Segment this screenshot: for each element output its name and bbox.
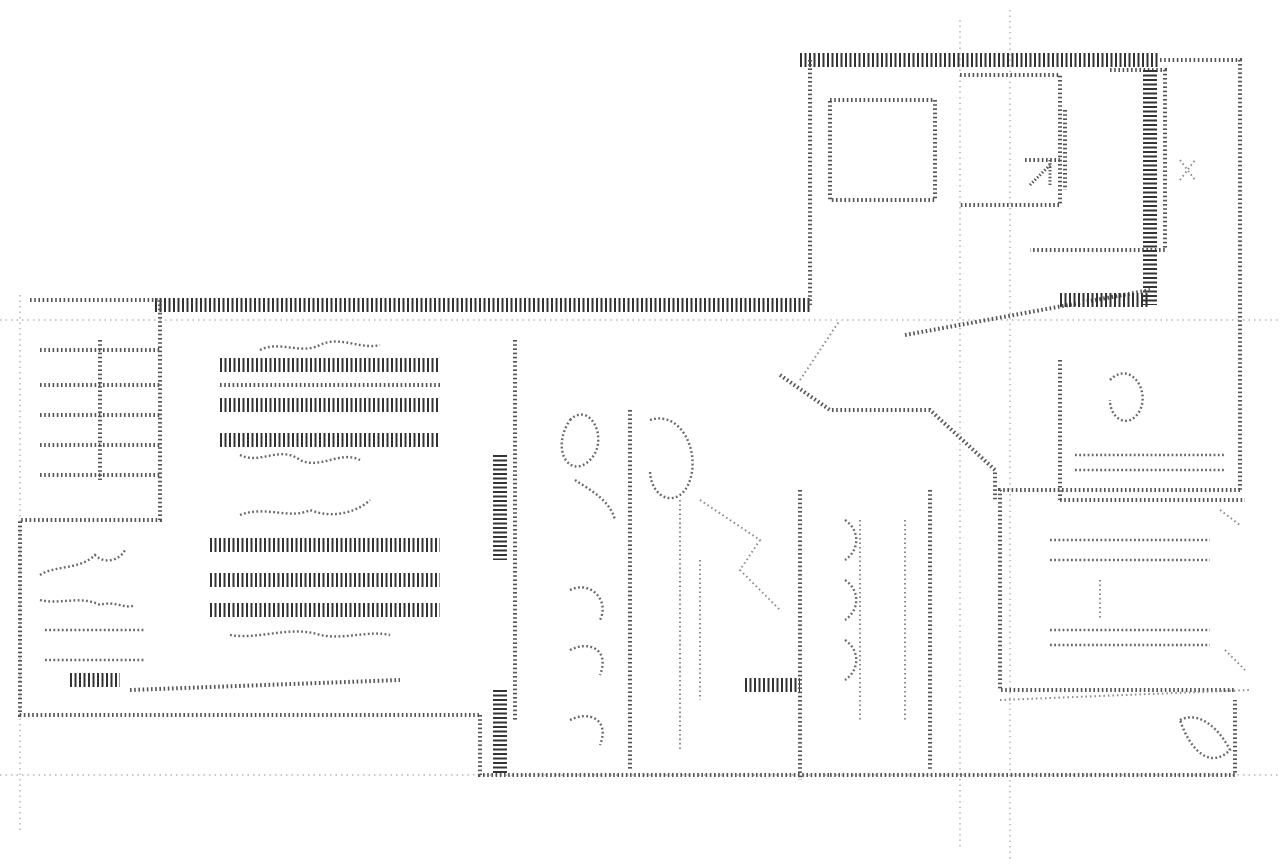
- lower-left-room: [39, 549, 401, 692]
- central-hall: [778, 319, 1245, 502]
- living-area: [493, 340, 800, 775]
- kitchen-counters: [210, 340, 440, 638]
- right-rooms: [999, 372, 1251, 760]
- bedroom-block: [798, 490, 932, 780]
- background-grid: [0, 10, 1280, 860]
- upper-right-wing: [828, 68, 1196, 337]
- left-stair: [40, 340, 160, 480]
- exterior-walls: [18, 53, 1242, 777]
